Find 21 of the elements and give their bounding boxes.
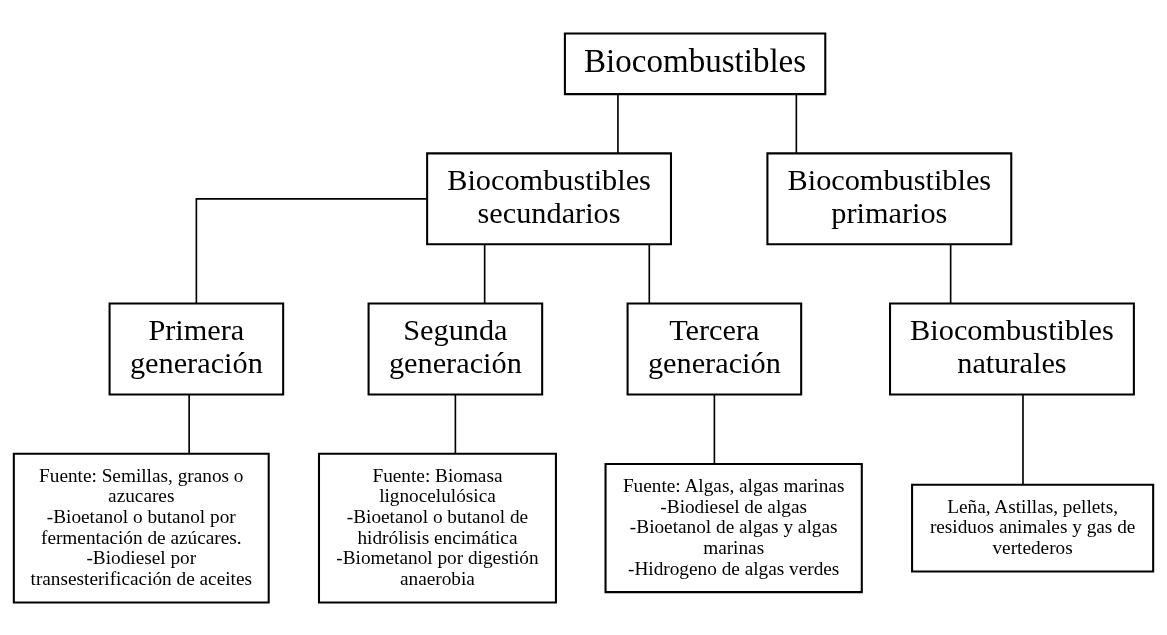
connector <box>949 243 952 304</box>
node-box: Primera generación <box>108 302 285 395</box>
connector <box>195 197 428 304</box>
node-box: Fuente: Biomasa lignocelulósica -Bioetanol o butanol de hidrólisis encimática -Biometanol por digestión anaerobia <box>317 452 557 604</box>
node-box: Biocombustibles primarios <box>766 151 1013 245</box>
connector <box>483 243 486 304</box>
node-box: Tercera generación <box>626 302 803 395</box>
node-box: Biocombustibles naturales <box>889 302 1135 395</box>
node-box: Fuente: Algas, algas marinas -Biodiesel de algas -Bioetanol de algas y algas marinas -Hidrogeno de algas verdes <box>604 462 863 593</box>
node-box: Leña, Astillas, pellets, residuos animales y gas de vertederos <box>911 483 1155 573</box>
node-box: Segunda generación <box>367 302 544 395</box>
connector <box>617 93 619 154</box>
connector <box>713 393 716 464</box>
node-box: Biocombustibles <box>563 31 827 95</box>
connector <box>795 93 798 154</box>
connector <box>454 393 457 454</box>
connector <box>188 393 190 454</box>
node-box: Fuente: Semillas, granos o azucares -Bioetanol o butanol por fermentación de azúcares. -Biodiesel por transesterificación de aceites <box>12 452 270 604</box>
connector <box>1022 393 1024 485</box>
connector <box>648 243 651 304</box>
node-box: Biocombustibles secundarios <box>426 151 672 245</box>
